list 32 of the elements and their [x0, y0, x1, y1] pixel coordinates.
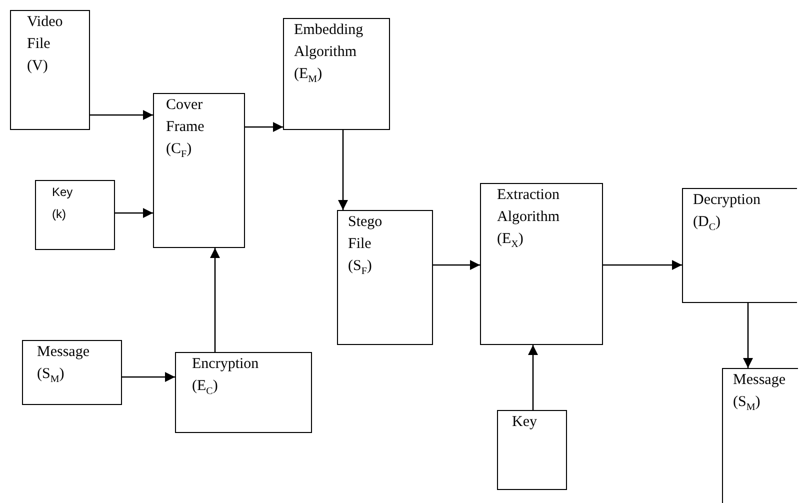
process-box: [682, 188, 797, 303]
box-label: Key: [512, 413, 537, 432]
process-box: [283, 18, 390, 130]
arrow: [603, 260, 682, 270]
arrow: [338, 130, 348, 210]
process-box: [497, 410, 567, 490]
box-label: Key (k): [52, 184, 73, 223]
arrow: [210, 248, 220, 352]
box-label: Embedding Algorithm (E$_{M}$): [294, 21, 364, 87]
arrow: [528, 345, 538, 410]
process-box: [10, 10, 90, 130]
process-box: [22, 340, 122, 405]
process-box: [35, 180, 115, 250]
process-box: [337, 210, 433, 345]
box-label: Message (S$_{M}$): [733, 371, 786, 415]
box-label: Message (S$_{M}$): [37, 343, 90, 387]
box-label: Extraction Algorithm (E$_{X}$): [497, 186, 560, 252]
process-box: [175, 352, 312, 433]
arrow: [433, 260, 480, 270]
arrow: [90, 110, 153, 120]
box-label: Encryption (E$_{C}$): [192, 355, 259, 399]
arrow: [122, 372, 175, 382]
arrow: [115, 208, 153, 218]
arrow: [245, 122, 283, 132]
process-box: [480, 183, 603, 345]
box-label: Cover Frame (C$_{F}$): [166, 96, 204, 162]
box-label: Decryption (D$_{C}$): [693, 191, 760, 235]
arrow: [743, 303, 753, 368]
box-label: Stego File (S$_{F}$): [348, 213, 382, 279]
process-box: [153, 93, 245, 248]
process-box: [722, 368, 798, 503]
box-label: Video File (V): [27, 13, 63, 76]
